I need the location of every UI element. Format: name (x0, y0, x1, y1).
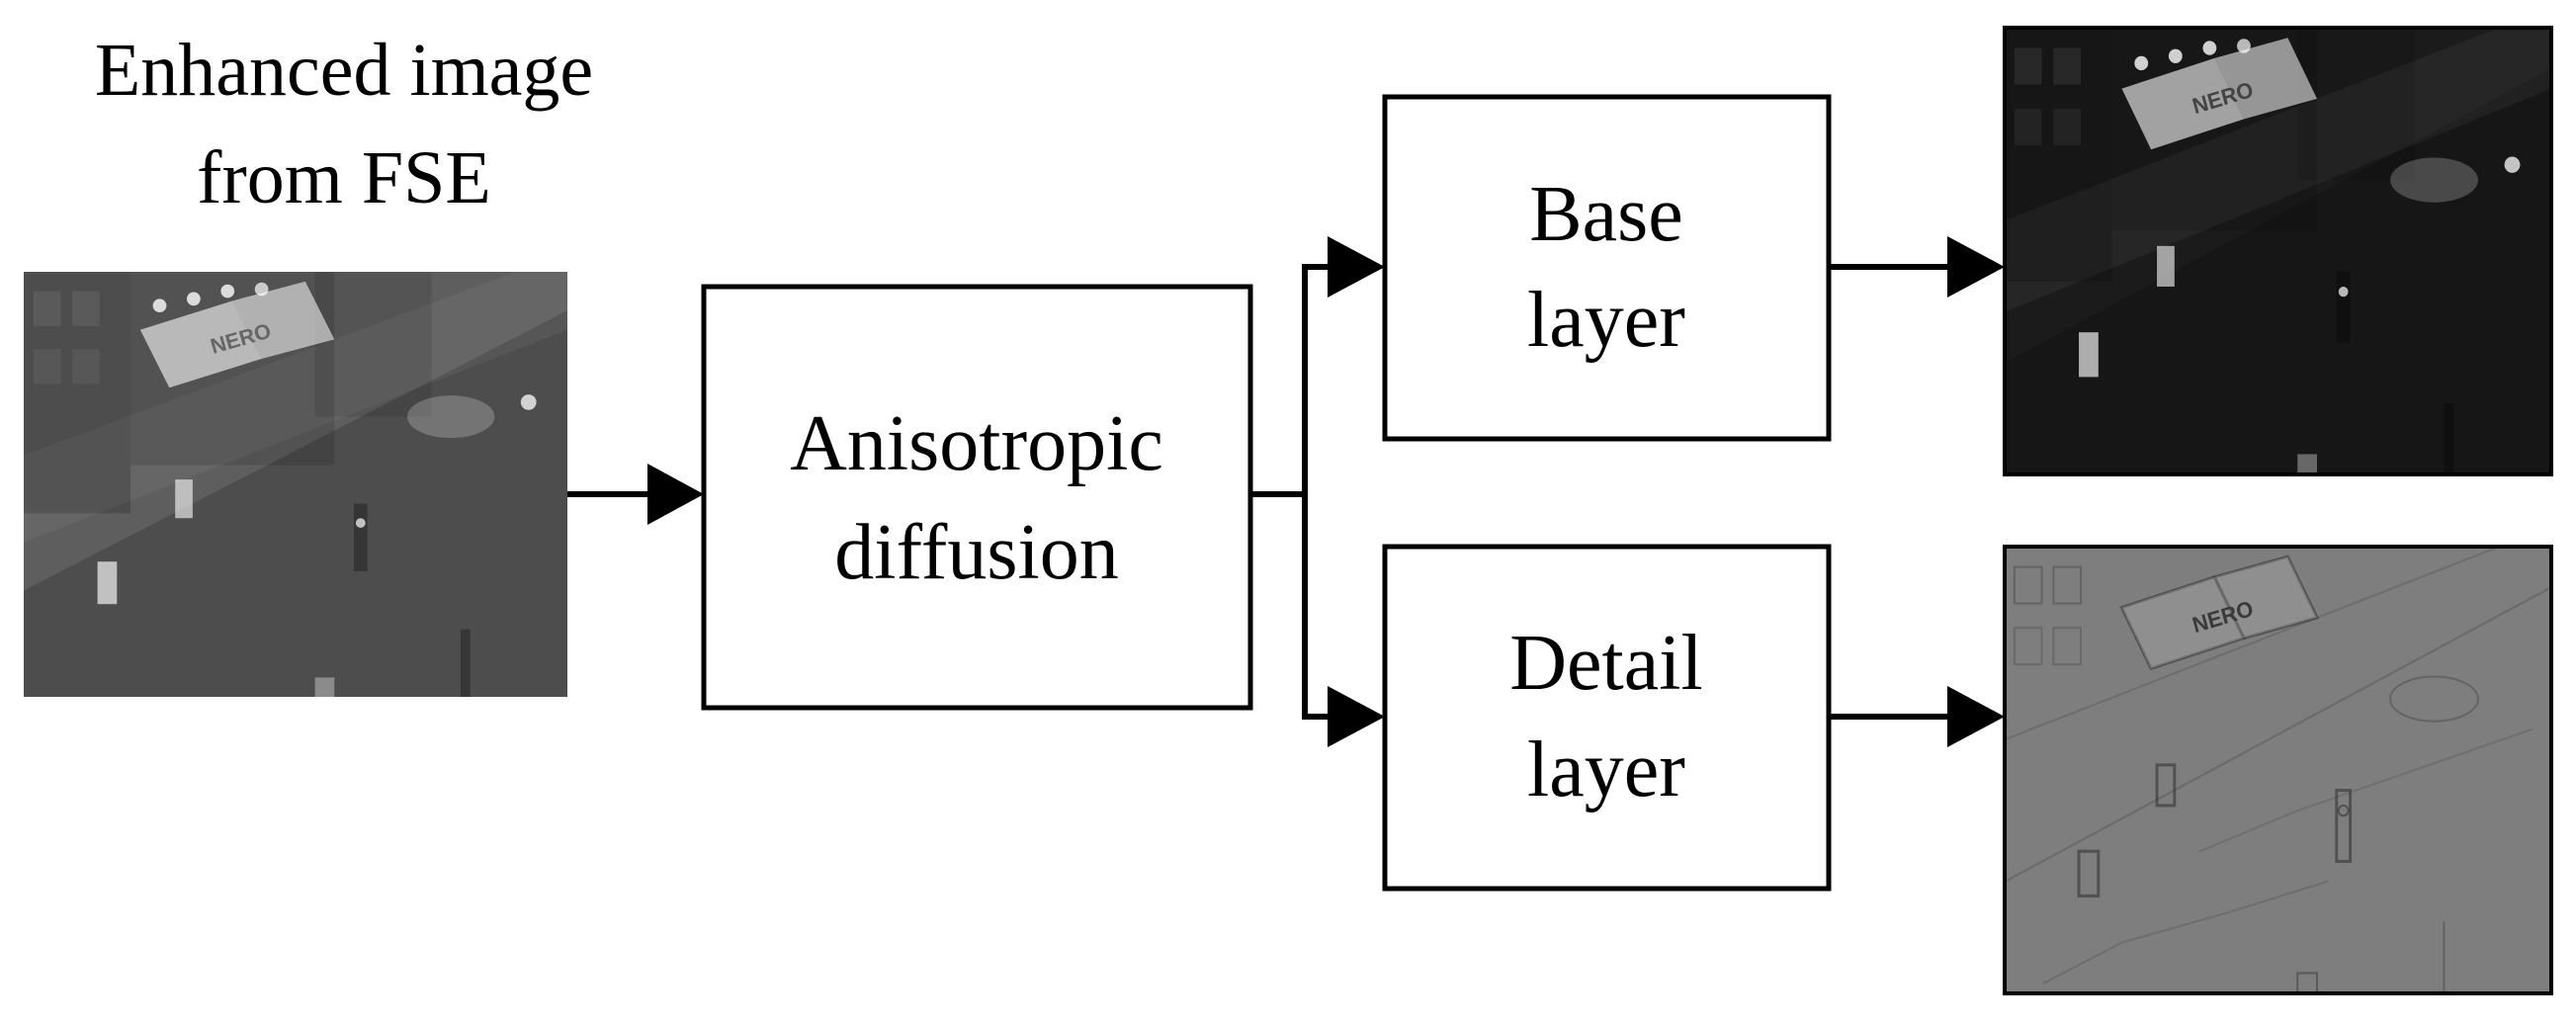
arrowhead-detail-layer (1328, 686, 1385, 747)
detail-layer-image: NERO (2003, 545, 2553, 995)
diffusion-label-line1: Anisotropic (790, 400, 1163, 487)
detail-layer-label-line1: Detail (1509, 620, 1702, 707)
anisotropic-diffusion-box (701, 284, 1253, 711)
base-layer-image: NERO (2003, 26, 2553, 476)
arrowhead-detail-image (1947, 686, 2005, 747)
base-layer-label-line2: layer (1527, 277, 1685, 364)
base-layer-box (1382, 94, 1832, 442)
detail-layer-box (1382, 544, 1832, 892)
input-title-line2: from FSE (197, 136, 491, 219)
base-layer-label-line1: Base (1529, 171, 1683, 258)
arrowhead-base-layer (1328, 236, 1385, 298)
diffusion-label-line2: diffusion (834, 509, 1118, 596)
arrowhead-diffusion (647, 464, 704, 525)
detail-layer-label-line2: layer (1527, 727, 1685, 813)
input-image: NERO (24, 272, 567, 697)
arrowhead-base-image (1947, 236, 2005, 298)
input-title-line1: Enhanced image (95, 29, 593, 112)
